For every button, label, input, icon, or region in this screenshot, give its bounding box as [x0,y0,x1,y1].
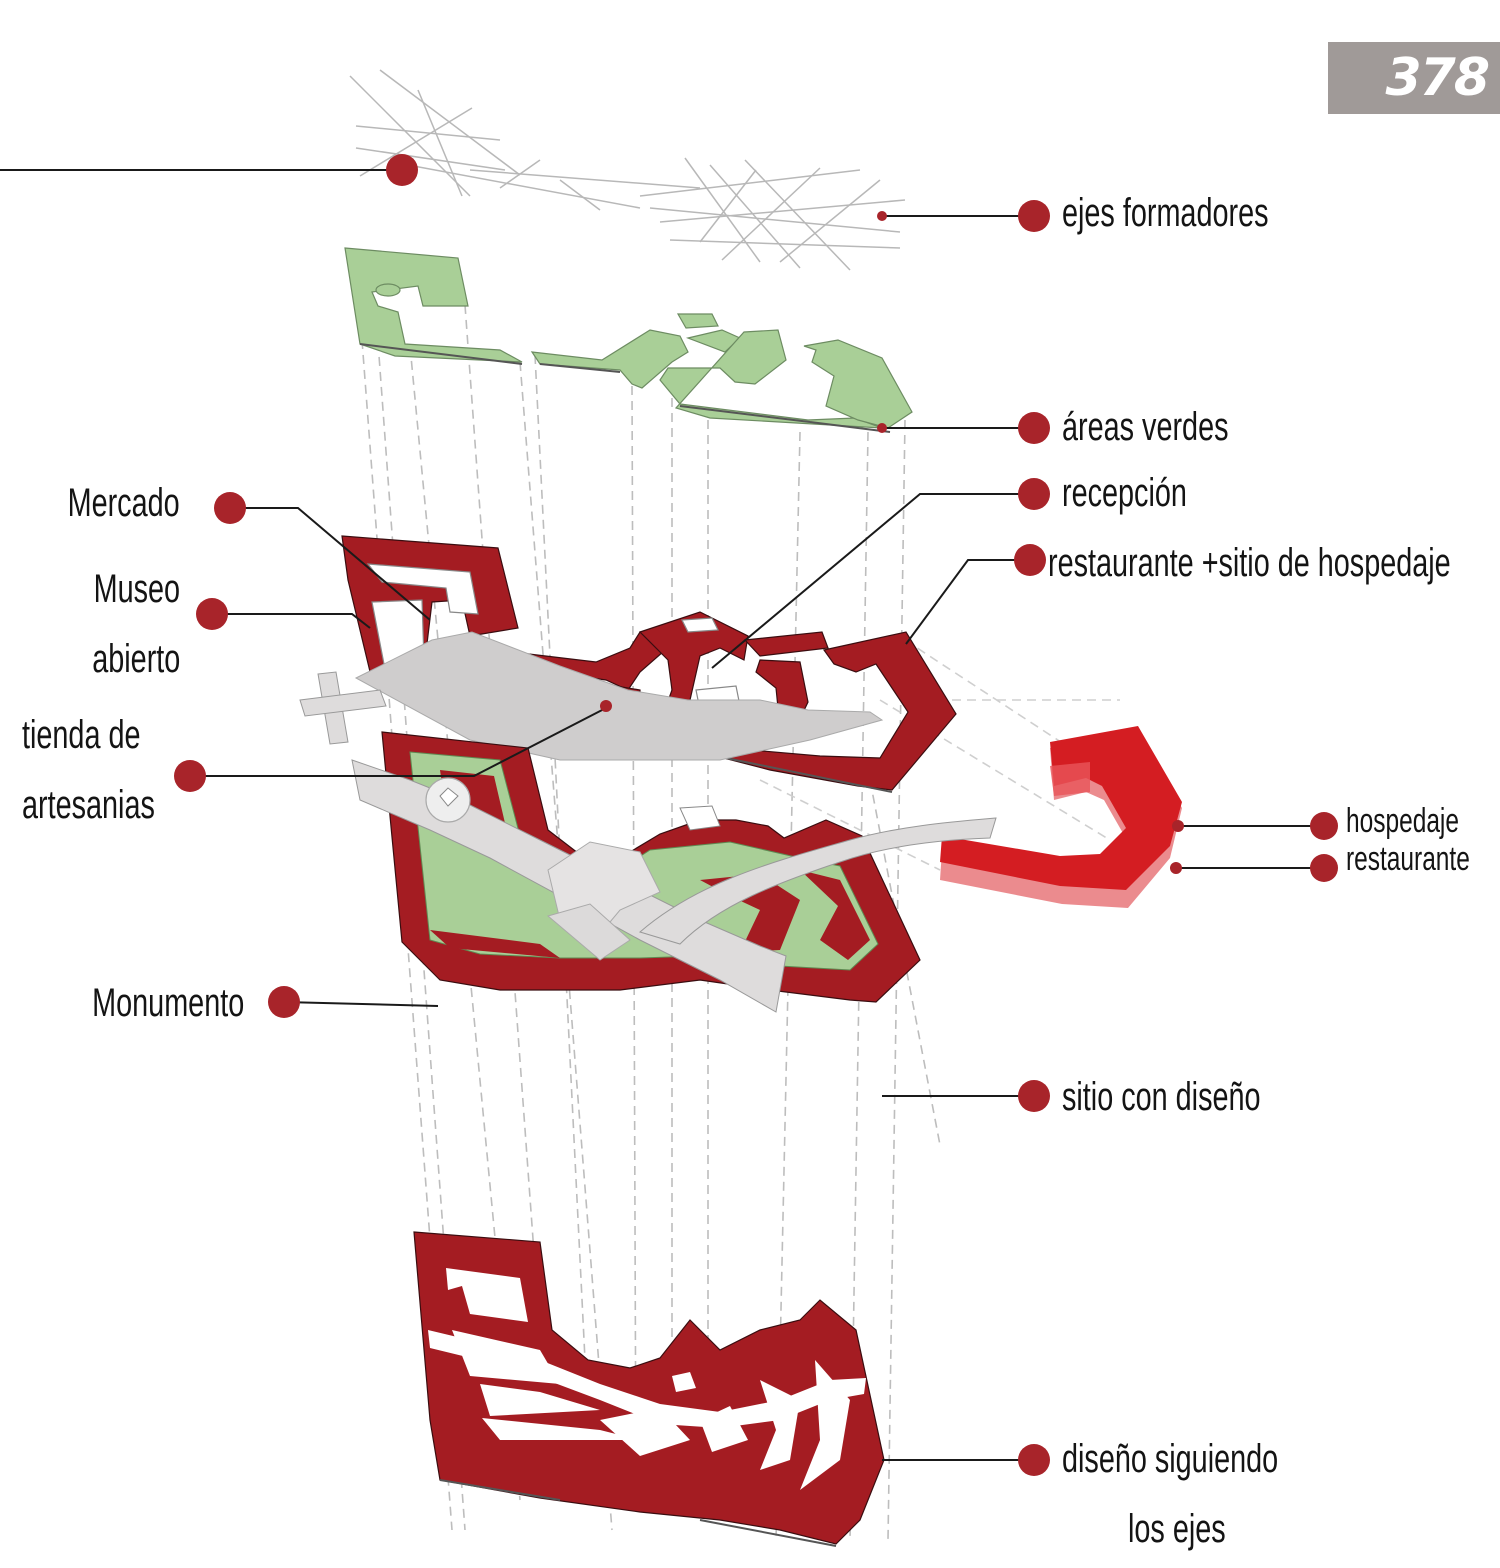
ejes-formadores-grid [349,69,906,271]
label-restaurante: restaurante [1346,840,1470,878]
label-sitio-con-diseno: sitio con diseño [1062,1075,1261,1119]
label-areas-verdes: áreas verdes [1062,405,1229,449]
base-edges [439,1479,837,1547]
label-ejes-formadores: ejes formadores [1062,191,1269,235]
label-recepcion: recepción [1062,471,1187,515]
label-hospedaje: hospedaje [1346,802,1459,840]
label-mercado: Mercado [67,481,180,525]
label-tienda-line1: tienda de [22,713,141,757]
label-restaurante-hospedaje: restaurante +sitio de hospedaje [1048,541,1451,585]
page-number: 378 [1328,42,1500,114]
label-tienda-line2: artesanias [22,783,155,827]
label-museo-line2: abierto [91,637,180,681]
leader-lines [0,169,1320,1461]
label-diseno-line1: diseño siguiendo [1062,1437,1279,1481]
hospedaje-restaurante-exploded [940,726,1182,908]
hospedaje-block [940,726,1182,890]
areas-verdes-layer [344,247,913,429]
sitio-con-diseno-layer [299,631,997,1013]
label-museo-line1: Museo [93,567,180,611]
label-monumento: Monumento [91,981,244,1025]
label-dots [174,154,1338,1476]
label-diseno-line2: los ejes [1128,1507,1226,1551]
areas-verdes-edges [359,343,891,433]
diseno-base-layer [413,1231,885,1545]
